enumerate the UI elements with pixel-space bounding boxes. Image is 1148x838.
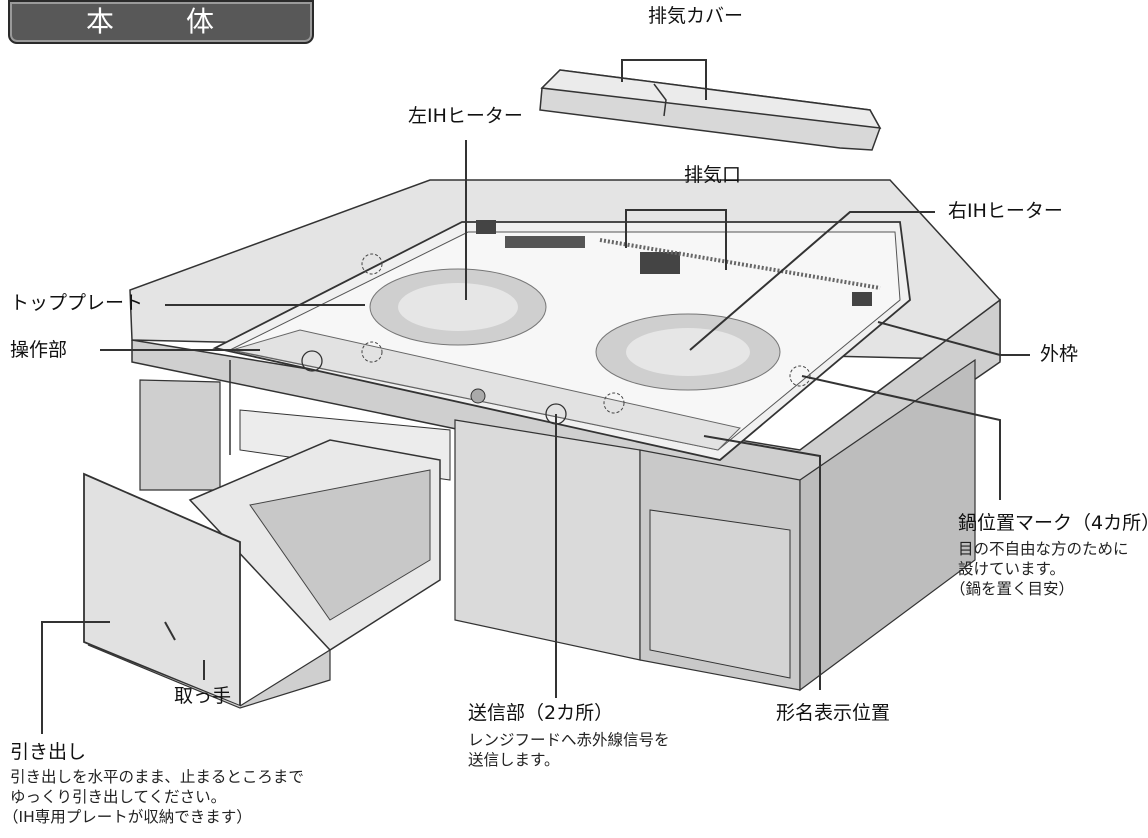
pot-mark-desc-3: （鍋を置く目安） [950, 580, 1075, 598]
drawer-part [83, 439, 441, 709]
label-pot-mark: 鍋位置マーク（4カ所） [958, 512, 1148, 534]
drawer-desc-2: ゆっくり引き出してください。 [10, 788, 227, 806]
drawer-desc-3: （IH専用プレートが収納できます） [3, 808, 252, 826]
label-exhaust-cover: 排気カバー [648, 5, 744, 27]
label-model-position: 形名表示位置 [776, 702, 891, 724]
pot-mark-desc-2: 設けています。 [958, 560, 1065, 578]
label-outer-frame: 外枠 [1040, 343, 1079, 365]
drawer-desc-1: 引き出しを水平のまま、止まるところまで [10, 768, 304, 786]
label-drawer: 引き出し [10, 741, 87, 763]
ih-heaters [369, 268, 781, 391]
label-left-ih-heater: 左IHヒーター [408, 105, 523, 127]
label-exhaust-port: 排気口 [684, 164, 742, 186]
transmitter-desc-2: 送信します。 [468, 751, 560, 769]
control-buttons [301, 253, 811, 425]
label-top-plate: トッププレート [10, 292, 144, 314]
label-handle: 取っ手 [174, 685, 232, 707]
label-transmitter: 送信部（2カ所） [468, 702, 614, 724]
label-control-panel: 操作部 [10, 339, 68, 361]
exhaust-cover-part [539, 69, 882, 151]
leader-lines [41, 59, 1030, 734]
page-title: 本 体 [8, 0, 314, 44]
label-right-ih-heater: 右IHヒーター [948, 200, 1063, 222]
pot-mark-desc-1: 目の不自由な方のために [958, 540, 1129, 558]
transmitter-desc-1: レンジフードへ赤外線信号を [468, 731, 670, 749]
